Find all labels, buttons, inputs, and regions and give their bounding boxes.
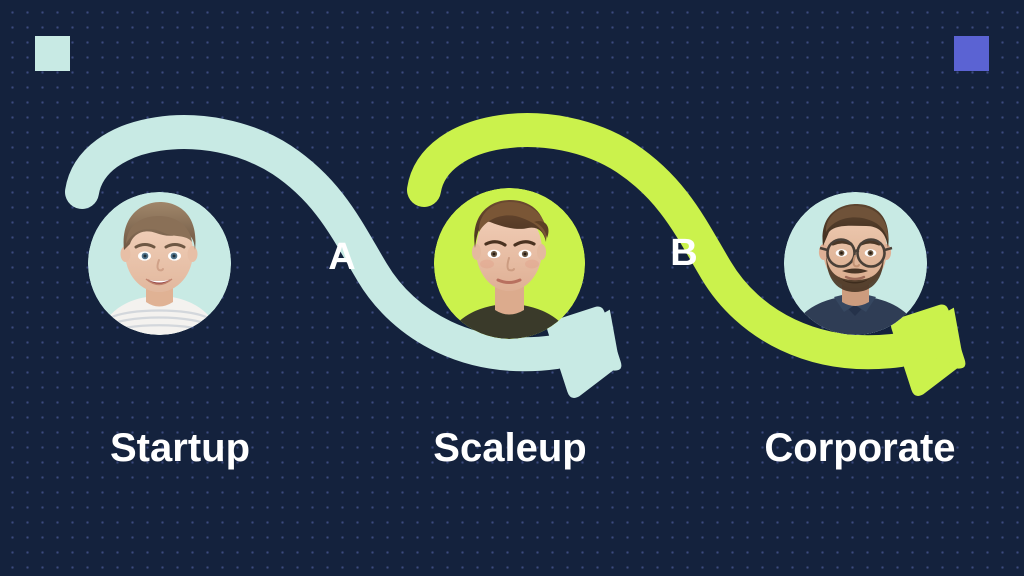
indigo-square-decor [954,36,989,71]
stage-caption-scaleup: Scaleup [433,426,587,470]
avatar-scaleup[interactable] [434,188,585,339]
avatar-photo-startup [88,192,231,335]
avatar-startup[interactable] [88,192,231,335]
arrow-startup-to-scaleup [65,115,622,398]
avatar-corporate[interactable] [784,192,927,335]
stage-caption-startup: Startup [110,426,250,470]
step-letter-b: B [670,232,698,274]
avatar-highlight-ring-scaleup [434,188,585,339]
arrow-scaleup-to-corporate [407,113,966,396]
avatar-photo-corporate [784,192,927,335]
mint-square-decor [35,36,70,71]
stage-caption-corporate: Corporate [764,426,956,470]
step-letter-a: A [328,236,356,278]
